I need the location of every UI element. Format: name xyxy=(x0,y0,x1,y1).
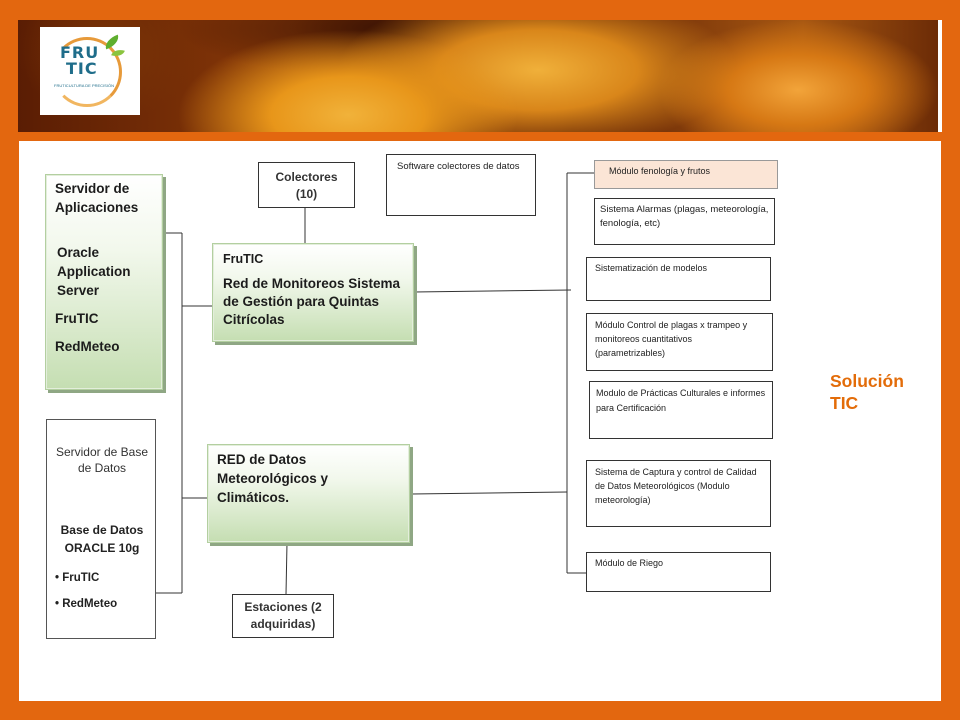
logo-ring xyxy=(52,37,122,107)
app-server-title: Servidor de Aplicaciones xyxy=(55,181,139,215)
logo-tagline: FRUTICULTURA DE PRECISIÓN xyxy=(54,83,114,88)
module-label: Modulo de Prácticas Culturales e informe… xyxy=(596,388,766,413)
db-bullet-frutic: • FruTIC xyxy=(55,572,100,584)
module-riego: Módulo de Riego xyxy=(586,552,771,592)
module-alarmas: Sistema Alarmas (plagas, meteorología, f… xyxy=(594,198,775,245)
banner-edge xyxy=(938,20,942,132)
frutic-logo: FRU TIC FRUTICULTURA DE PRECISIÓN xyxy=(40,27,140,115)
db-bullet-redmeteo: • RedMeteo xyxy=(55,598,118,610)
software-colectores-label: Software colectores de datos xyxy=(397,161,520,172)
colectores-label: Colectores (10) xyxy=(275,170,338,201)
db-name: Base de Datos ORACLE 10g xyxy=(60,523,144,555)
app-server-item-oracle: Oracle Application Server xyxy=(57,245,131,298)
red-datos-label: RED de Datos Meteorológicos y Climáticos… xyxy=(217,452,329,505)
app-server-box: Servidor de Aplicaciones Oracle Applicat… xyxy=(45,174,163,390)
module-control-plagas: Módulo Control de plagas x trampeo y mon… xyxy=(586,313,773,371)
logo-line-2: TIC xyxy=(66,59,98,78)
module-label: Sistema Alarmas (plagas, meteorología, f… xyxy=(600,204,769,229)
header-banner-oranges xyxy=(18,20,942,132)
estaciones-box: Estaciones (2 adquiridas) xyxy=(232,594,334,638)
module-label: Sistematización de modelos xyxy=(595,263,708,273)
module-fenologia: Módulo fenología y frutos xyxy=(594,160,778,189)
app-server-item-redmeteo: RedMeteo xyxy=(55,339,120,354)
module-practicas-culturales: Modulo de Prácticas Culturales e informe… xyxy=(589,381,773,439)
app-server-item-frutic: FruTIC xyxy=(55,311,99,326)
frutic-description: Red de Monitoreos Sistema de Gestión par… xyxy=(223,276,401,327)
software-colectores-box: Software colectores de datos xyxy=(386,154,536,216)
module-modelos: Sistematización de modelos xyxy=(586,257,771,301)
logo-wordmark: FRU TIC xyxy=(60,45,99,77)
module-captura-datos: Sistema de Captura y control de Calidad … xyxy=(586,460,771,527)
frutic-main-box: FruTIC Red de Monitoreos Sistema de Gest… xyxy=(212,243,414,342)
module-label: Módulo de Riego xyxy=(595,558,664,568)
db-server-title: Servidor de Base de Datos xyxy=(55,445,149,475)
estaciones-label: Estaciones (2 adquiridas) xyxy=(244,600,322,631)
solution-label: Solución TIC xyxy=(830,371,904,413)
module-label: Sistema de Captura y control de Calidad … xyxy=(595,467,757,505)
module-label: Módulo Control de plagas x trampeo y mon… xyxy=(595,320,748,358)
content-panel xyxy=(19,141,941,701)
module-label: Módulo fenología y frutos xyxy=(609,166,711,176)
frutic-title: FruTIC xyxy=(223,252,264,266)
logo-line-1: FRU xyxy=(60,43,100,62)
colectores-box: Colectores (10) xyxy=(258,162,355,208)
db-server-box: Servidor de Base de Datos Base de Datos … xyxy=(46,419,156,639)
red-datos-box: RED de Datos Meteorológicos y Climáticos… xyxy=(207,444,410,543)
